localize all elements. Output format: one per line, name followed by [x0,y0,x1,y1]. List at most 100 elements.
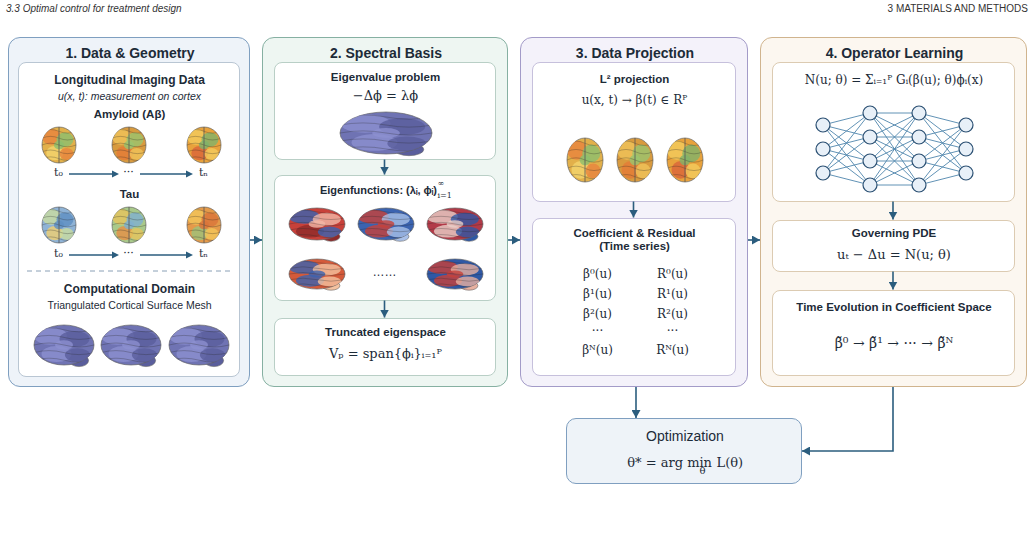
brain-gyrus [358,222,414,225]
brain-gyrus [101,358,161,362]
brain-gyrus [34,343,94,347]
math-text: −Δϕ = λϕ [275,88,497,104]
network-weight [823,137,870,173]
brain-gyrus [427,216,483,219]
time-arrow [69,173,113,174]
network-weight [870,113,919,137]
math-text: u(x, t) → β(t) ∈ Rᴾ [533,93,737,107]
text-slot: tₙ [189,166,219,179]
brain-outline [340,112,432,154]
text-slot: R⁰(u) [643,267,703,281]
text-slot: −Δϕ = λϕ [275,88,497,104]
math-text: uₜ − Δu = N(u; θ) [773,247,1016,263]
brain-gyrus [340,146,432,150]
brain-gyrus [289,216,345,219]
brain-gyrus [358,216,414,219]
text-slot: Triangulated Cortical Surface Mesh [19,299,241,312]
content-box: Longitudinal Imaging Data u(x, t): measur… [18,62,240,377]
network-weight [870,161,919,185]
brain-outline [169,325,229,365]
brain-midline [584,138,585,182]
text-slot: ··· [568,324,628,338]
stage-panel: 4. Operator LearningN(u; θ) = Σᵢ₌₁ᴾ Gᵢ(β… [760,37,1027,387]
brain-gyrus [101,350,161,354]
network-weight [870,113,919,137]
text-slot: β¹(u) [568,287,628,301]
network-neuron [912,154,926,168]
network-weight [919,125,966,185]
brain-outline [187,127,221,163]
text-slot: β²(u) [568,307,628,321]
brain-region [635,163,650,178]
brain-outline [187,207,221,243]
brain-midline [128,127,129,163]
brain-gyrus [427,261,483,264]
flow-arrow [748,239,760,241]
brain-gyrus [340,114,432,118]
brain-gyrus [427,228,483,231]
network-weight [823,149,870,185]
objective-box: Optimizationθ* = arg minθL(θ) [566,418,802,484]
brain-midline [58,207,59,243]
brain-outline [112,127,146,163]
text-slot: ∞ [438,179,445,189]
brain-gyrus [169,358,229,362]
illustration [816,106,973,192]
brain-gyrus [289,278,345,281]
panel-title: 3. Data Projection [521,45,749,62]
box-label: Truncated eigenspace [275,326,497,340]
box-label: u(x, t): measurement on cortex [19,90,241,103]
brain-gyrus [289,228,345,231]
box-label: Coefficient & Residual (Time series) [565,227,705,255]
flow-arrow [508,239,520,241]
brain-gyrus [358,234,414,237]
box-label: Optimization [567,428,803,445]
brain-gyrus [169,327,229,331]
box-label: Longitudinal Imaging Data [19,73,241,87]
time-arrow [140,254,187,255]
brain-gyrus [289,234,345,237]
text-slot: Tau [19,188,241,202]
brain-outline [427,259,483,289]
brain-region [199,348,224,361]
illustration [289,208,483,290]
network-neuron [863,130,877,144]
math-text: θ [700,465,706,477]
text-slot: ··· [643,324,703,338]
text-slot: θ [700,465,706,477]
text-slot: β⁰(u) [568,267,628,281]
network-neuron [959,118,973,132]
network-weight [919,149,966,185]
math-text: t₀ [44,247,74,260]
brain-outline [667,138,703,182]
text-slot: L² projection [533,73,737,87]
box-label: Computational Domain [19,282,241,296]
box-label: Eigenvalue problem [275,71,497,85]
text-slot: L(θ) [717,455,744,471]
time-arrow [140,173,187,174]
text-slot: t₀ [44,247,74,260]
math-text: R¹(u) [643,287,703,301]
text-slot: 3. Data Projection [521,45,749,62]
flow-arrow [802,387,893,451]
text-slot: 1. Data & Geometry [9,45,251,62]
brain-outline [289,208,345,240]
flow-arrow [384,160,386,175]
brain-outline [101,325,161,365]
box-label: Triangulated Cortical Surface Mesh [19,299,241,312]
brain-gyrus [289,261,345,264]
network-neuron [912,130,926,144]
network-weight [823,125,870,185]
text-slot: uₜ − Δu = N(u; θ) [773,247,1016,263]
network-neuron [959,142,973,156]
text-slot: …… [360,265,410,279]
flow-arrow [892,202,894,220]
text-slot: 3 MATERIALS AND METHODS [628,3,1028,15]
math-text: i=1 [438,191,452,201]
box-label: Governing PDE [773,227,1016,241]
text-slot: Longitudinal Imaging Data [19,73,241,87]
brain-gyrus [289,266,345,269]
math-text: t₀ [44,166,74,179]
math-text: ··· [643,324,703,338]
page-header: 3.3 Optimal control for treatment design [6,3,406,15]
